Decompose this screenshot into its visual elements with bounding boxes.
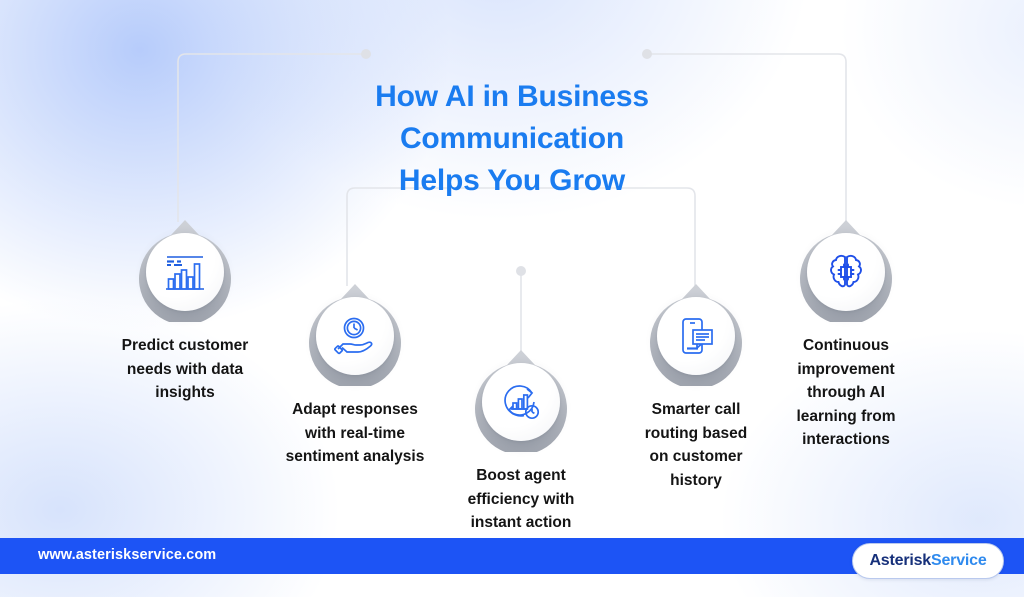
- node-smarter-call-routing[interactable]: Smarter call routing based on customer h…: [620, 282, 772, 492]
- caption-line: Predict customer: [121, 337, 249, 354]
- caption-line: Boost agent: [476, 467, 566, 484]
- caption-line: through AI: [807, 384, 885, 401]
- badge-circle: [794, 218, 898, 322]
- caption-line: Adapt responses: [292, 401, 418, 418]
- caption-line: on customer: [649, 448, 743, 465]
- caption-line: interactions: [802, 431, 890, 448]
- caption-line: improvement: [797, 360, 895, 378]
- badge-circle: [303, 282, 407, 386]
- badge-disc: [316, 297, 394, 375]
- caption-line: sentiment analysis: [285, 448, 425, 465]
- cycle-chart-clock-icon: [504, 385, 540, 420]
- badge-disc: [146, 233, 224, 311]
- badge-disc: [807, 233, 885, 311]
- badge-circle: [469, 348, 573, 452]
- title-line-3: Helps You Grow: [398, 164, 626, 197]
- node-predict-customer-needs[interactable]: Predict customer needs with data insight…: [95, 218, 275, 405]
- node-caption: Smarter call routing based on customer h…: [620, 398, 772, 492]
- caption-line: with real-time: [305, 424, 405, 442]
- badge-circle: [644, 282, 748, 386]
- badge-circle: [133, 218, 237, 322]
- page-title: How AI in Business Communication Helps Y…: [300, 76, 724, 202]
- ai-brain-chip-icon: [830, 254, 862, 288]
- bar-chart-report-icon: [166, 256, 204, 290]
- caption-line: history: [670, 471, 722, 489]
- phone-message-icon: [682, 318, 713, 354]
- badge-disc: [657, 297, 735, 375]
- website-url[interactable]: www.asteriskservice.com: [38, 547, 217, 563]
- node-caption: Predict customer needs with data insight…: [95, 334, 275, 405]
- title-line-1: How AI in Business: [375, 80, 649, 113]
- caption-line: routing based: [644, 424, 748, 442]
- node-caption: Continuous improvement through AI learni…: [770, 334, 922, 452]
- title-line-2: Communication: [399, 122, 625, 155]
- logo-text-secondary: Service: [931, 552, 987, 569]
- node-boost-agent-efficiency[interactable]: Boost agent efficiency with instant acti…: [440, 348, 602, 558]
- caption-line: instant action: [470, 514, 572, 531]
- node-caption: Adapt responses with real-time sentiment…: [265, 398, 445, 469]
- hand-holding-clock-icon: [334, 317, 373, 355]
- caption-line: Continuous: [802, 337, 890, 354]
- caption-line: insights: [155, 384, 215, 401]
- badge-disc: [482, 363, 560, 441]
- caption-line: learning from: [796, 407, 896, 425]
- caption-line: Smarter call: [651, 401, 741, 418]
- caption-line: needs with data: [126, 360, 244, 378]
- logo-text-primary: Asterisk: [869, 552, 931, 569]
- caption-line: efficiency with: [467, 490, 575, 508]
- node-continuous-improvement[interactable]: Continuous improvement through AI learni…: [770, 218, 922, 452]
- node-adapt-responses[interactable]: Adapt responses with real-time sentiment…: [265, 282, 445, 469]
